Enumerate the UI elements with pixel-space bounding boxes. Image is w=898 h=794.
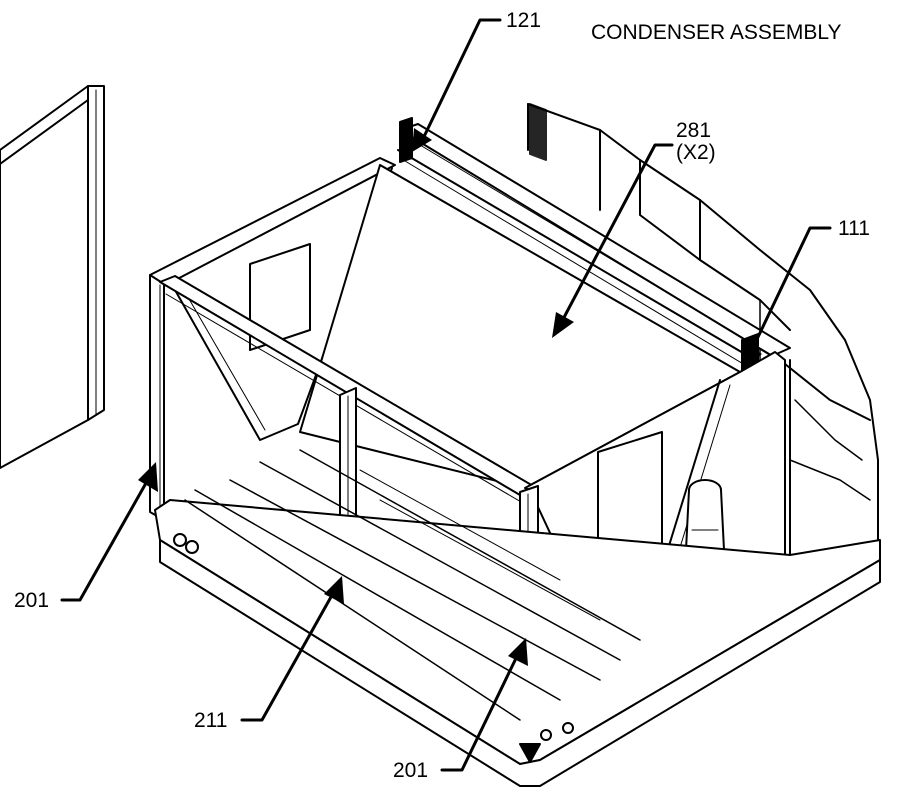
arrowheads <box>138 128 762 666</box>
callout-281-number: 281 <box>676 119 712 142</box>
base-pan <box>154 449 881 787</box>
leader-lines <box>60 18 832 772</box>
callout-281: 281 (X2) <box>676 119 716 165</box>
callout-111: 111 <box>838 217 870 240</box>
callout-201-bottom: 201 <box>393 759 429 782</box>
callout-281-qty: (X2) <box>676 141 716 165</box>
side-panel <box>0 85 105 469</box>
callout-201-left: 201 <box>14 589 50 612</box>
top-rail <box>397 117 791 381</box>
condenser-back-section <box>527 103 879 571</box>
callout-211: 211 <box>194 709 228 732</box>
diagram-title: CONDENSER ASSEMBLY <box>591 21 842 44</box>
callout-121: 121 <box>506 9 542 32</box>
